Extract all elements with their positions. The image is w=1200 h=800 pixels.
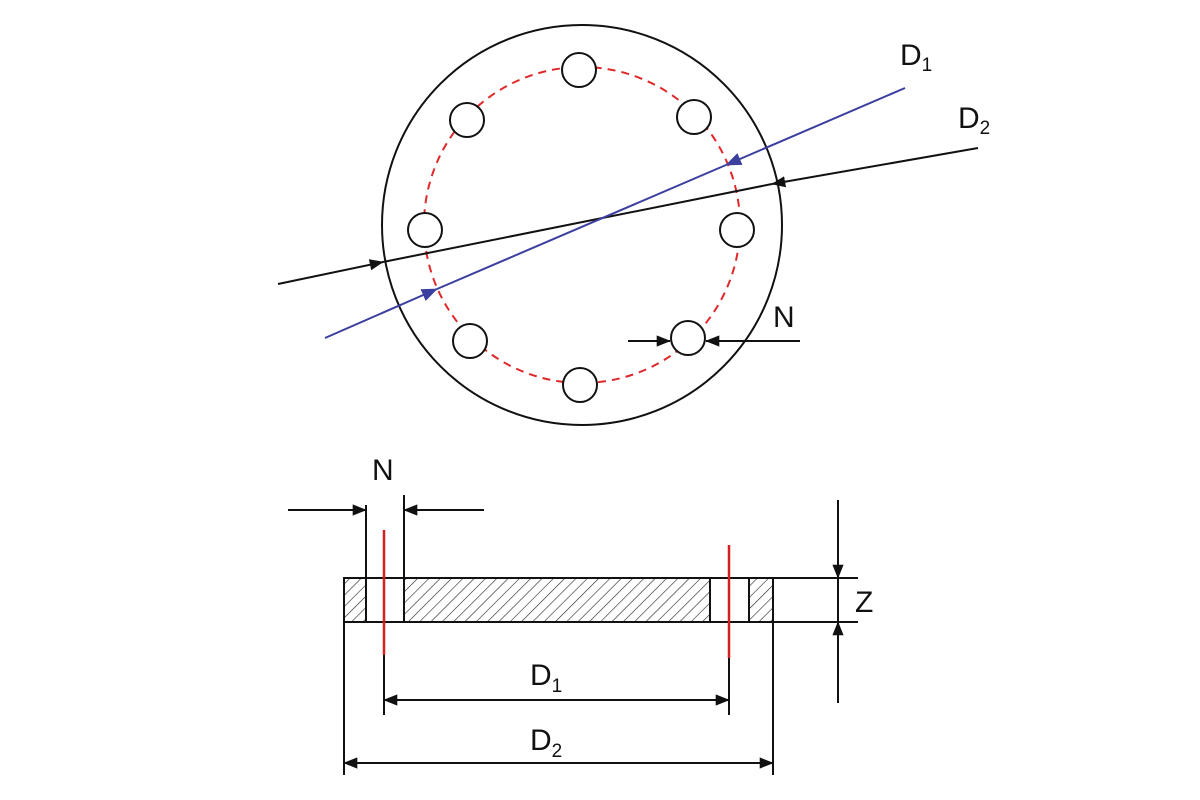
- bolt-hole: [561, 52, 597, 88]
- flange-outer-circle: [381, 24, 783, 426]
- d2-leader: [277, 147, 979, 285]
- top-view: D1 D2 N: [277, 24, 990, 426]
- bolt-hole: [676, 99, 712, 135]
- side-z-label: Z: [855, 586, 873, 619]
- bolt-holes: [407, 52, 755, 403]
- side-view: N Z D1 D2: [288, 454, 873, 775]
- side-d2-label: D2: [530, 724, 562, 762]
- bolt-hole: [562, 367, 598, 403]
- flange-body-left: [343, 577, 367, 623]
- top-d1-label: D1: [900, 39, 932, 76]
- bolt-hole: [452, 323, 488, 359]
- top-n-label: N: [773, 301, 795, 334]
- side-d1-label: D1: [530, 659, 562, 697]
- d1-leader: [324, 87, 906, 339]
- bolt-hole: [449, 102, 485, 138]
- flange-body-center: [403, 577, 711, 623]
- bolt-hole: [407, 212, 443, 248]
- bolt-hole: [670, 320, 706, 356]
- flange-body-right: [748, 577, 774, 623]
- top-d2-label: D2: [958, 102, 990, 139]
- bolt-hole: [719, 212, 755, 248]
- side-n-label: N: [372, 454, 394, 487]
